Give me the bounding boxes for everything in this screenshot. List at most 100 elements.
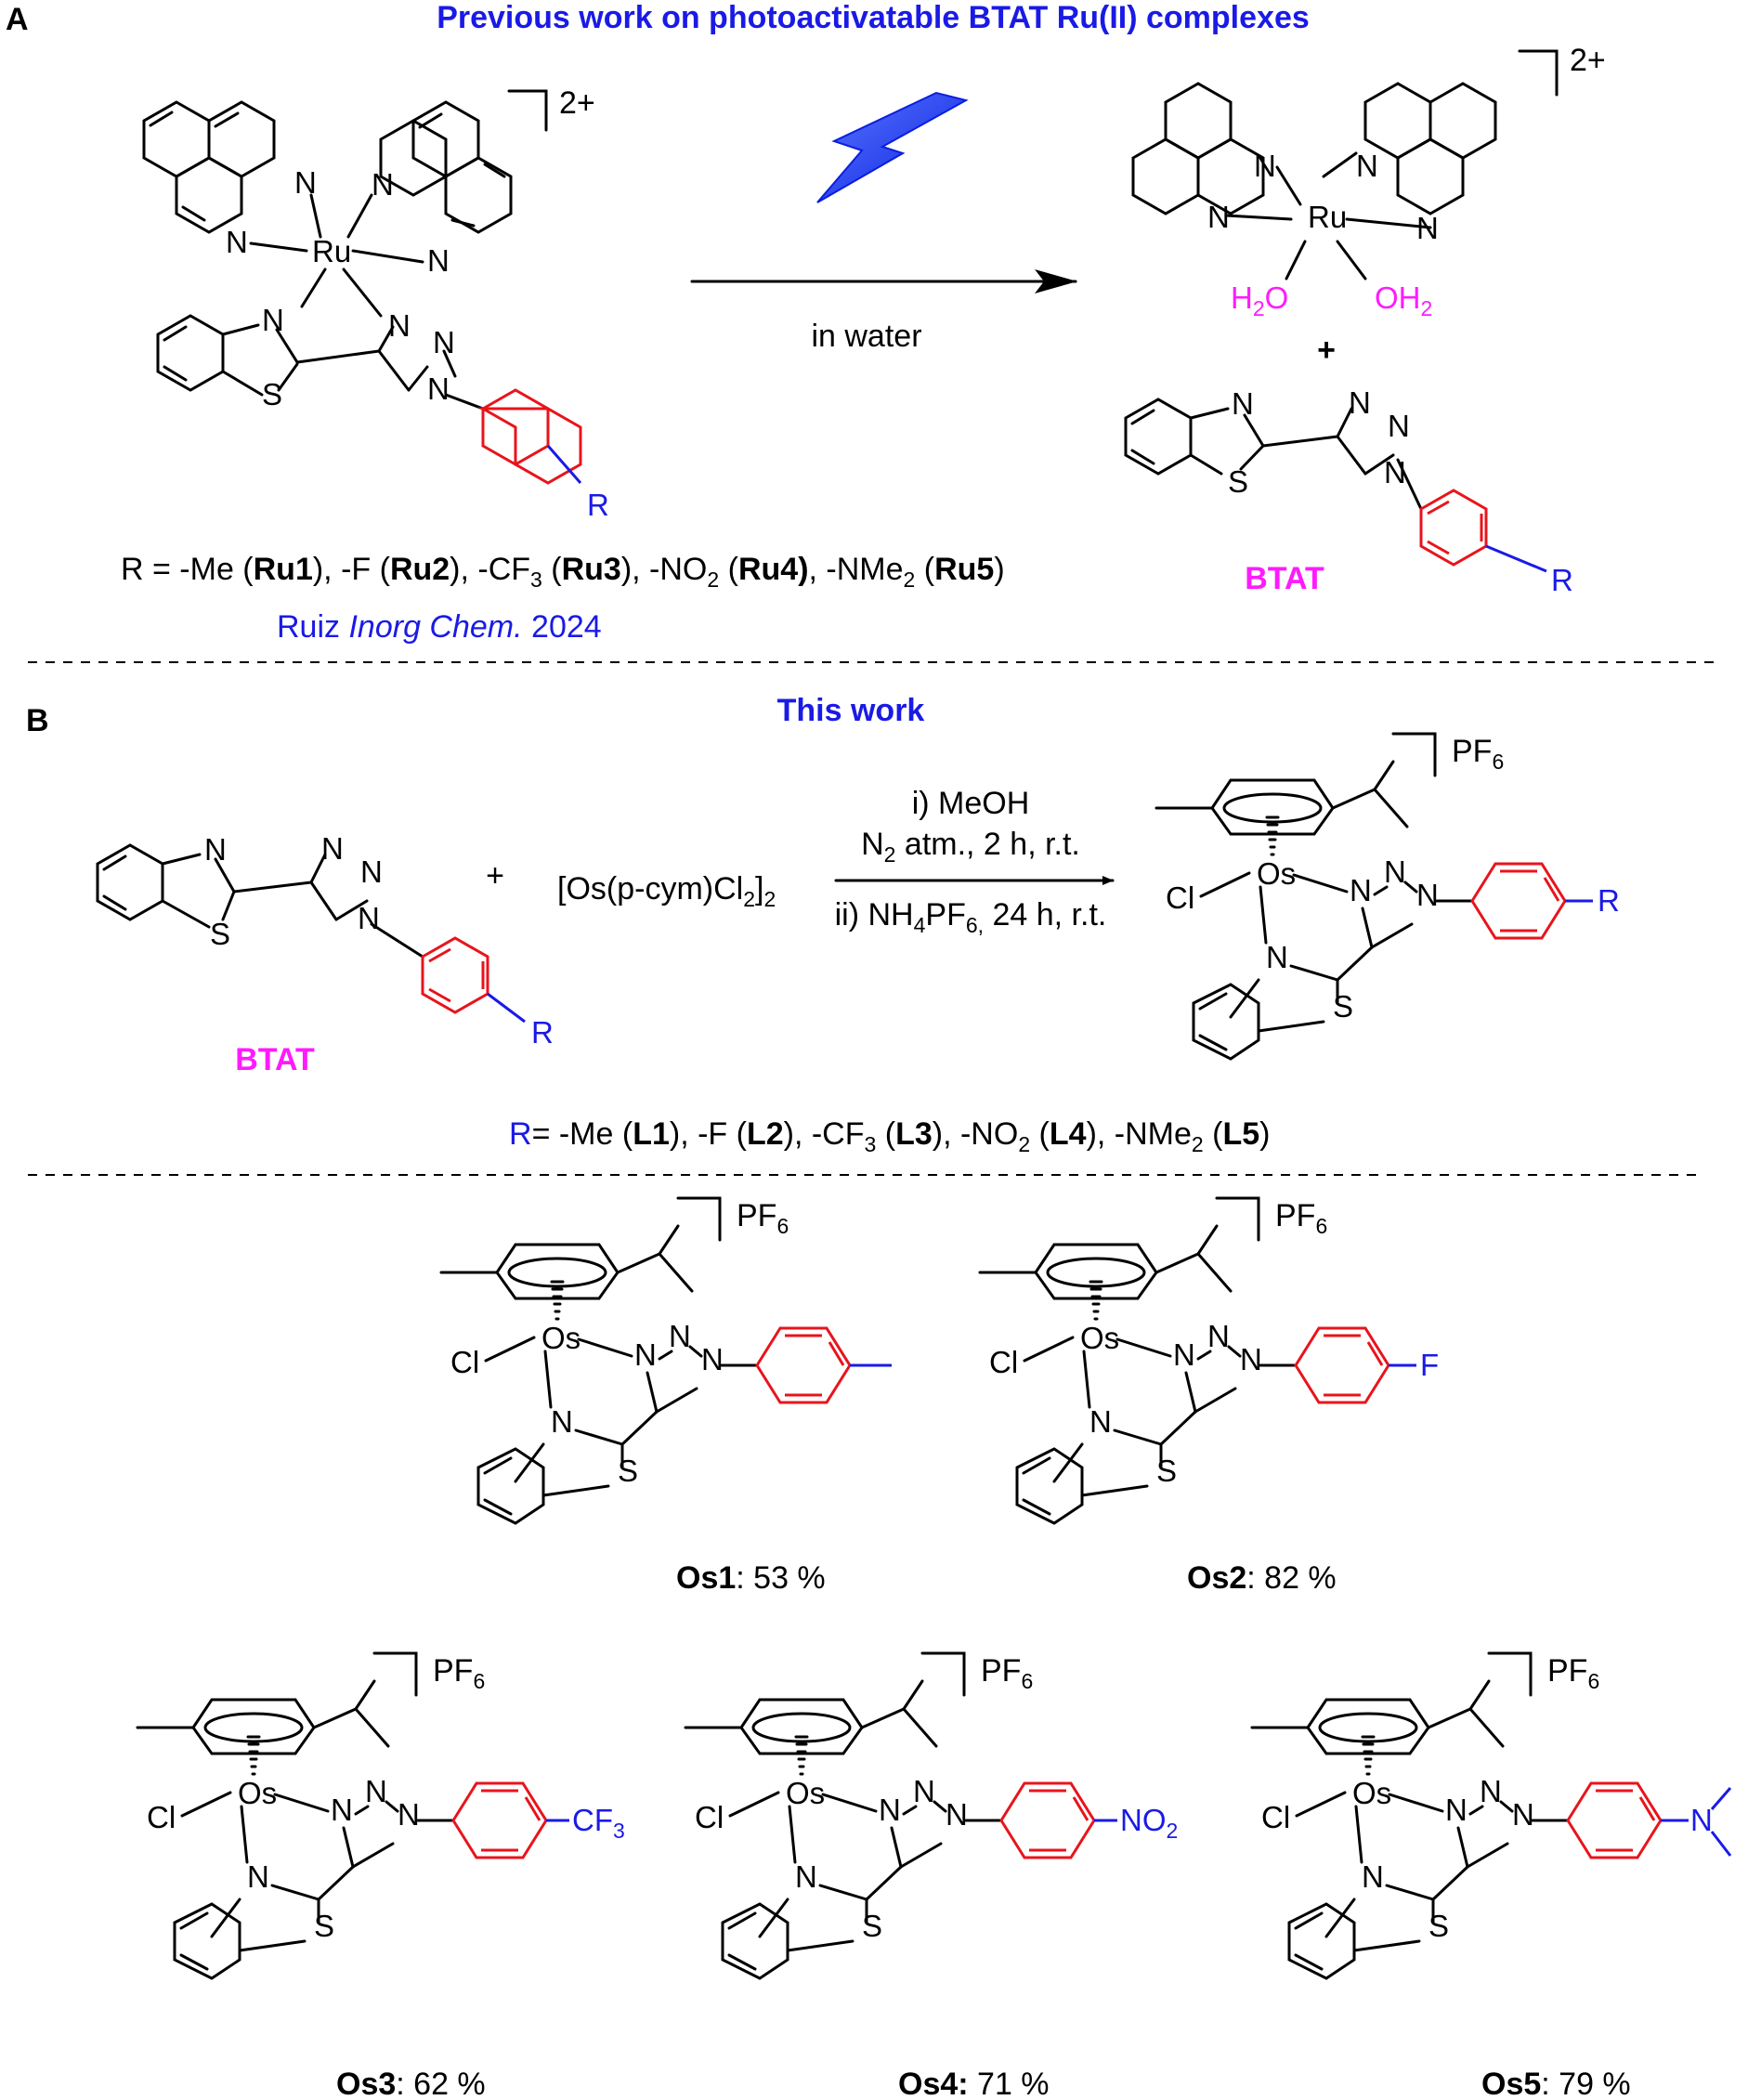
btz-link: [1159, 1410, 1197, 1446]
cymene-ring-aromatic: [1222, 792, 1323, 824]
aryl-ring: [999, 1781, 1096, 1859]
benzo-ring: [721, 1902, 789, 1980]
aryl-double-bond: [1543, 877, 1560, 902]
atom-n: N: [1416, 211, 1439, 245]
bond: [484, 1336, 536, 1363]
cymene-isopropyl: [1373, 760, 1395, 791]
atom-s: S: [1333, 989, 1353, 1024]
os4-yield: Os4: 71 %: [898, 2067, 1050, 2100]
btz-link: [317, 1865, 355, 1901]
light-bolt-icon: [816, 91, 969, 203]
bond: [179, 1911, 209, 1930]
charge-label: 2+: [559, 85, 595, 121]
atom-n: N: [701, 1342, 724, 1376]
atom-n: N: [1512, 1797, 1534, 1832]
cymene-isopropyl: [1373, 788, 1409, 828]
bond: [483, 1498, 513, 1516]
plus-b: +: [486, 858, 504, 893]
triazole-bond: [899, 1842, 943, 1869]
cymene-isopropyl: [658, 1224, 680, 1256]
aryl-double-bond: [1072, 1796, 1089, 1821]
atom-os: Os: [1257, 856, 1296, 891]
atom-cl: Cl: [450, 1345, 479, 1379]
benzo-ring: [1192, 983, 1260, 1061]
atom-n: N: [669, 1319, 691, 1353]
atom-n: N: [1445, 1793, 1468, 1827]
atom-n: N: [427, 243, 450, 278]
cymene-isopropyl: [1427, 1707, 1472, 1729]
counterion-bracket: [1215, 1196, 1260, 1242]
counterion-label: PF6: [433, 1653, 485, 1693]
r-series-b: R= -Me (L1), -F (L2), -CF3 (L3), -NO2 (L…: [509, 1116, 1271, 1156]
counterion-label: PF6: [981, 1653, 1033, 1693]
cymene-isopropyl: [902, 1707, 938, 1748]
bond: [821, 1793, 878, 1813]
bond: [1022, 1456, 1051, 1475]
bond: [179, 1953, 209, 1971]
cymene-isopropyl: [1468, 1707, 1505, 1748]
bond: [514, 1442, 545, 1483]
cymene-isopropyl: [1196, 1252, 1233, 1293]
atom-n: N: [294, 165, 317, 200]
triazole-bond: [1227, 1345, 1242, 1358]
bond: [1289, 964, 1339, 982]
bond: [727, 1911, 757, 1930]
bond: [786, 1939, 854, 1952]
bond: [1259, 885, 1268, 945]
bond: [180, 1791, 232, 1818]
aryl-double-bond: [524, 1796, 541, 1821]
cf3-label: CF3: [572, 1803, 625, 1843]
water-ligand-1: H2O: [1231, 280, 1288, 320]
panel-a-letter: A: [6, 2, 29, 37]
aryl-double-bond: [1366, 1341, 1384, 1366]
bond: [483, 1456, 513, 1475]
bond: [543, 1350, 553, 1409]
atom-cl: Cl: [147, 1800, 176, 1834]
atom-n: N: [1089, 1404, 1112, 1439]
triazole-bond: [1184, 1371, 1197, 1414]
triazole-bond: [351, 1842, 395, 1869]
phen-ligand-1: [142, 100, 276, 234]
atom-s: S: [1156, 1454, 1177, 1488]
triazole-bond: [1456, 1826, 1469, 1869]
bond: [1198, 992, 1228, 1011]
n-methyl: [1710, 1831, 1732, 1857]
bond: [1257, 1020, 1325, 1033]
atom-n: N: [795, 1859, 817, 1894]
triazole-bond: [385, 1800, 399, 1813]
cymene-isopropyl: [902, 1679, 924, 1711]
bond: [273, 1793, 330, 1813]
atom-n: N: [433, 325, 455, 359]
atom-n: N: [1356, 149, 1378, 183]
atom-n: N: [946, 1797, 968, 1832]
bond: [240, 1805, 249, 1864]
bond: [238, 1939, 307, 1952]
counterion-bracket: [1487, 1651, 1533, 1697]
bond: [728, 1791, 780, 1818]
btz-link: [620, 1410, 659, 1446]
reference: Ruiz Inorg Chem. 2024: [277, 609, 602, 645]
atom-n: N: [1266, 940, 1288, 974]
bond: [1023, 1336, 1075, 1363]
ru-complex-reactant: N N N N Ru 2+: [142, 85, 609, 522]
btat-free: [1124, 398, 1423, 511]
panel-b-header: This work: [777, 693, 925, 728]
cymene-ring-aromatic: [1046, 1257, 1146, 1288]
counterion-label: PF6: [1547, 1653, 1599, 1693]
atom-cl: Cl: [989, 1345, 1018, 1379]
triazole-bond: [1468, 1805, 1484, 1816]
aryl-ring: [1566, 1781, 1663, 1859]
bond: [1198, 1034, 1228, 1051]
bond: [1115, 1337, 1172, 1358]
triazole-bond: [688, 1345, 703, 1358]
atom-ru: Ru: [312, 234, 351, 268]
bond: [788, 1805, 797, 1864]
phen-ligand-2: [379, 100, 513, 234]
atom-n: N: [1362, 1859, 1384, 1894]
atom-n: N: [204, 832, 227, 867]
atom-cl: Cl: [1166, 880, 1194, 915]
triazole-bond: [933, 1800, 947, 1813]
cymene-isopropyl: [1468, 1679, 1491, 1711]
water-ligand-2: OH2: [1375, 280, 1432, 320]
